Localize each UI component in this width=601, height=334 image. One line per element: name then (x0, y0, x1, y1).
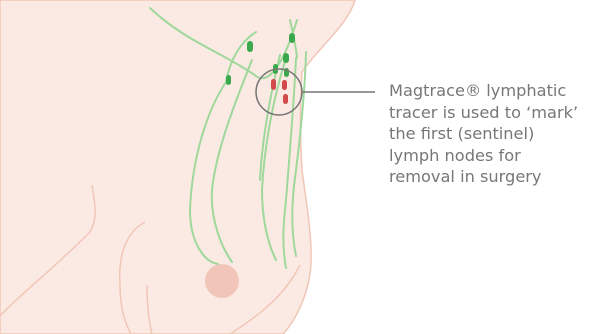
caption-line: lymph nodes for (389, 145, 599, 167)
lymph-node (247, 41, 253, 52)
torso-skin (0, 0, 355, 334)
caption-line: removal in surgery (389, 166, 599, 188)
lymph-node (283, 53, 289, 63)
caption-line: the first (sentinel) (389, 123, 599, 145)
sentinel-node (283, 94, 288, 104)
lymph-node (289, 33, 295, 43)
sentinel-node (282, 80, 287, 90)
lymph-node (226, 75, 231, 85)
caption: Magtrace® lymphatic tracer is used to ‘m… (389, 80, 599, 188)
caption-line: tracer is used to ‘mark’ (389, 102, 599, 124)
areola (205, 264, 239, 298)
sentinel-node (271, 79, 276, 90)
caption-line: Magtrace® lymphatic (389, 80, 599, 102)
